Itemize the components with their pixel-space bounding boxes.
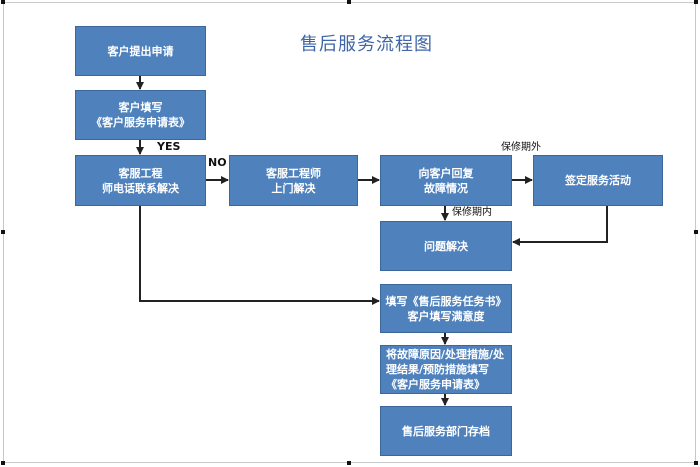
- resize-handle[interactable]: [1, 461, 5, 465]
- page-title: 售后服务流程图: [300, 34, 433, 55]
- node-sign-service: 签定服务活动: [533, 155, 663, 206]
- resize-handle[interactable]: [694, 0, 698, 4]
- resize-handle[interactable]: [694, 461, 698, 465]
- resize-handle[interactable]: [1, 0, 5, 4]
- label-no: NO: [208, 156, 227, 169]
- node-archive: 售后服务部门存档: [380, 406, 512, 456]
- node-record-cause: 将故障原因/处理措施/处 理结果/预防措施填写 《客户服务申请表》: [380, 345, 512, 394]
- resize-handle[interactable]: [347, 0, 351, 4]
- label-in-warranty: 保修期内: [452, 207, 492, 218]
- arrow-phone-to-task: [139, 206, 380, 305]
- node-problem-solved: 问题解决: [380, 221, 512, 271]
- node-fill-task-sheet: 填写《售后服务任务书》 客户填写满意度: [380, 284, 512, 333]
- node-fill-request-form: 客户填写 《客户服务申请表》: [75, 90, 206, 140]
- resize-handle[interactable]: [694, 230, 698, 234]
- resize-handle[interactable]: [347, 461, 351, 465]
- node-onsite-resolve: 客服工程师 上门解决: [229, 155, 358, 206]
- arrow-sign-to-solve: [512, 206, 608, 246]
- node-customer-apply: 客户提出申请: [75, 26, 206, 76]
- resize-handle[interactable]: [1, 230, 5, 234]
- label-yes: YES: [157, 140, 181, 153]
- node-reply-customer: 向客户回复 故障情况: [380, 155, 512, 206]
- node-phone-resolve: 客服工程 师电话联系解决: [75, 155, 206, 206]
- label-out-of-warranty: 保修期外: [501, 142, 541, 153]
